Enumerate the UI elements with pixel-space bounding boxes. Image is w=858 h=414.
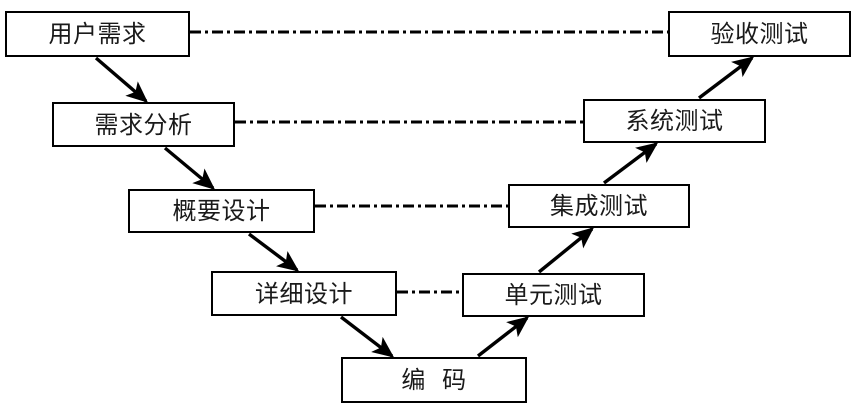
node-label-acceptance-test: 验收测试 [710, 20, 809, 48]
node-user-requirements[interactable]: 用户需求 [5, 11, 190, 57]
node-unit-test[interactable]: 单元测试 [462, 273, 645, 317]
node-label-system-test: 系统测试 [625, 107, 724, 135]
node-label-detailed-design: 详细设计 [255, 279, 353, 308]
arrow-user-requirements-to-requirement-analysis [94, 56, 149, 103]
flow-arrows-layer [94, 56, 755, 358]
node-outline-design[interactable]: 概要设计 [128, 189, 315, 233]
arrow-coding-to-unit-test [476, 316, 530, 358]
node-acceptance-test[interactable]: 验收测试 [668, 11, 851, 57]
node-system-test[interactable]: 系统测试 [583, 99, 766, 143]
node-detailed-design[interactable]: 详细设计 [211, 271, 397, 316]
arrow-integration-test-to-system-test [602, 142, 659, 185]
arrow-detailed-design-to-coding [339, 315, 395, 358]
node-label-user-requirements: 用户需求 [48, 20, 147, 48]
node-requirement-analysis[interactable]: 需求分析 [52, 102, 235, 147]
node-coding[interactable]: 编 码 [341, 357, 527, 403]
arrow-requirement-analysis-to-outline-design [163, 146, 216, 190]
node-label-requirement-analysis: 需求分析 [94, 110, 193, 139]
arrow-unit-test-to-integration-test [537, 227, 595, 274]
verification-links-layer [190, 30, 668, 294]
node-label-outline-design: 概要设计 [172, 197, 271, 225]
node-label-integration-test: 集成测试 [550, 192, 648, 220]
node-label-unit-test: 单元测试 [504, 281, 603, 309]
node-label-coding: 编 码 [401, 366, 467, 394]
arrow-system-test-to-acceptance-test [697, 56, 755, 100]
arrow-outline-design-to-detailed-design [247, 232, 300, 272]
node-integration-test[interactable]: 集成测试 [508, 184, 690, 228]
